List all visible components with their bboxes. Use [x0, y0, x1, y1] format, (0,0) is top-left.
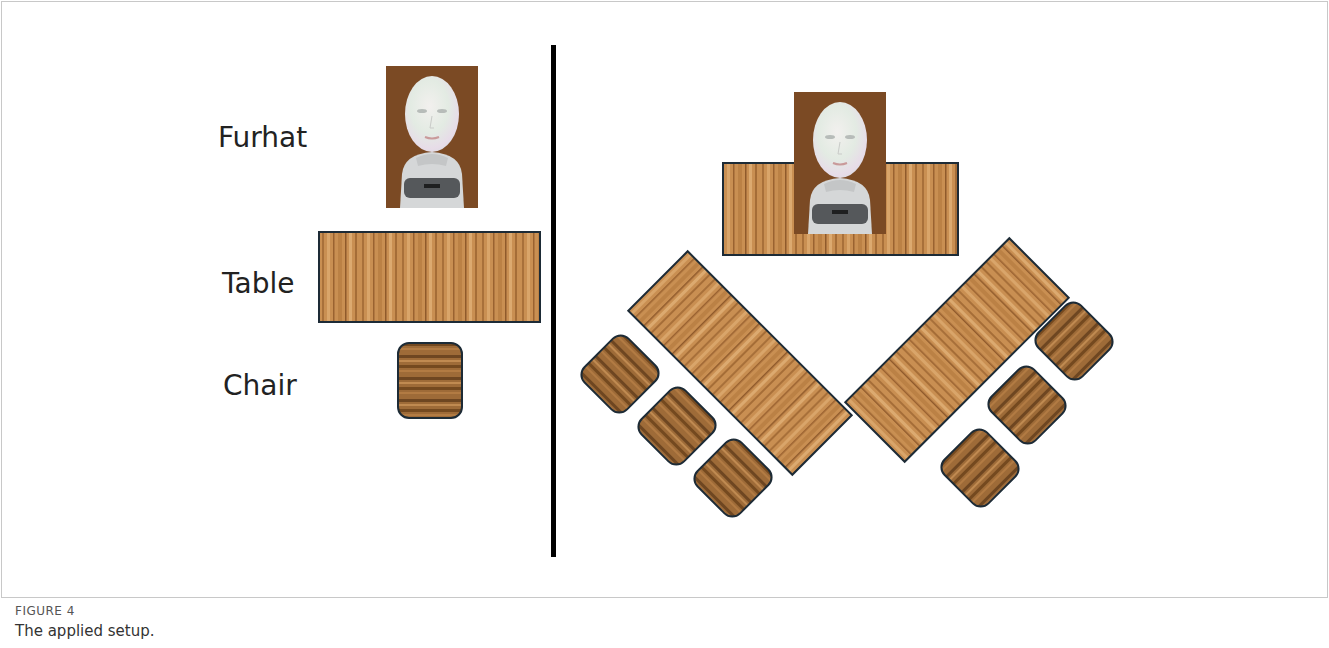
chair [690, 435, 776, 521]
legend-label: Furhat [218, 121, 307, 155]
table-sample [319, 232, 540, 322]
furhat-robot [794, 92, 886, 234]
divider-line [551, 45, 556, 557]
chair [577, 331, 663, 417]
figure-number: FIGURE 4 [15, 604, 75, 618]
chair [1031, 298, 1117, 384]
furhat-sample [386, 66, 478, 208]
chair [937, 425, 1023, 511]
legend-label: Chair [223, 369, 297, 403]
figure-frame [2, 2, 1328, 598]
chair [984, 362, 1070, 448]
legend-label: Table [222, 267, 294, 301]
figure-caption: The applied setup. [15, 622, 154, 640]
chair [634, 383, 720, 469]
chair-sample [398, 343, 462, 418]
